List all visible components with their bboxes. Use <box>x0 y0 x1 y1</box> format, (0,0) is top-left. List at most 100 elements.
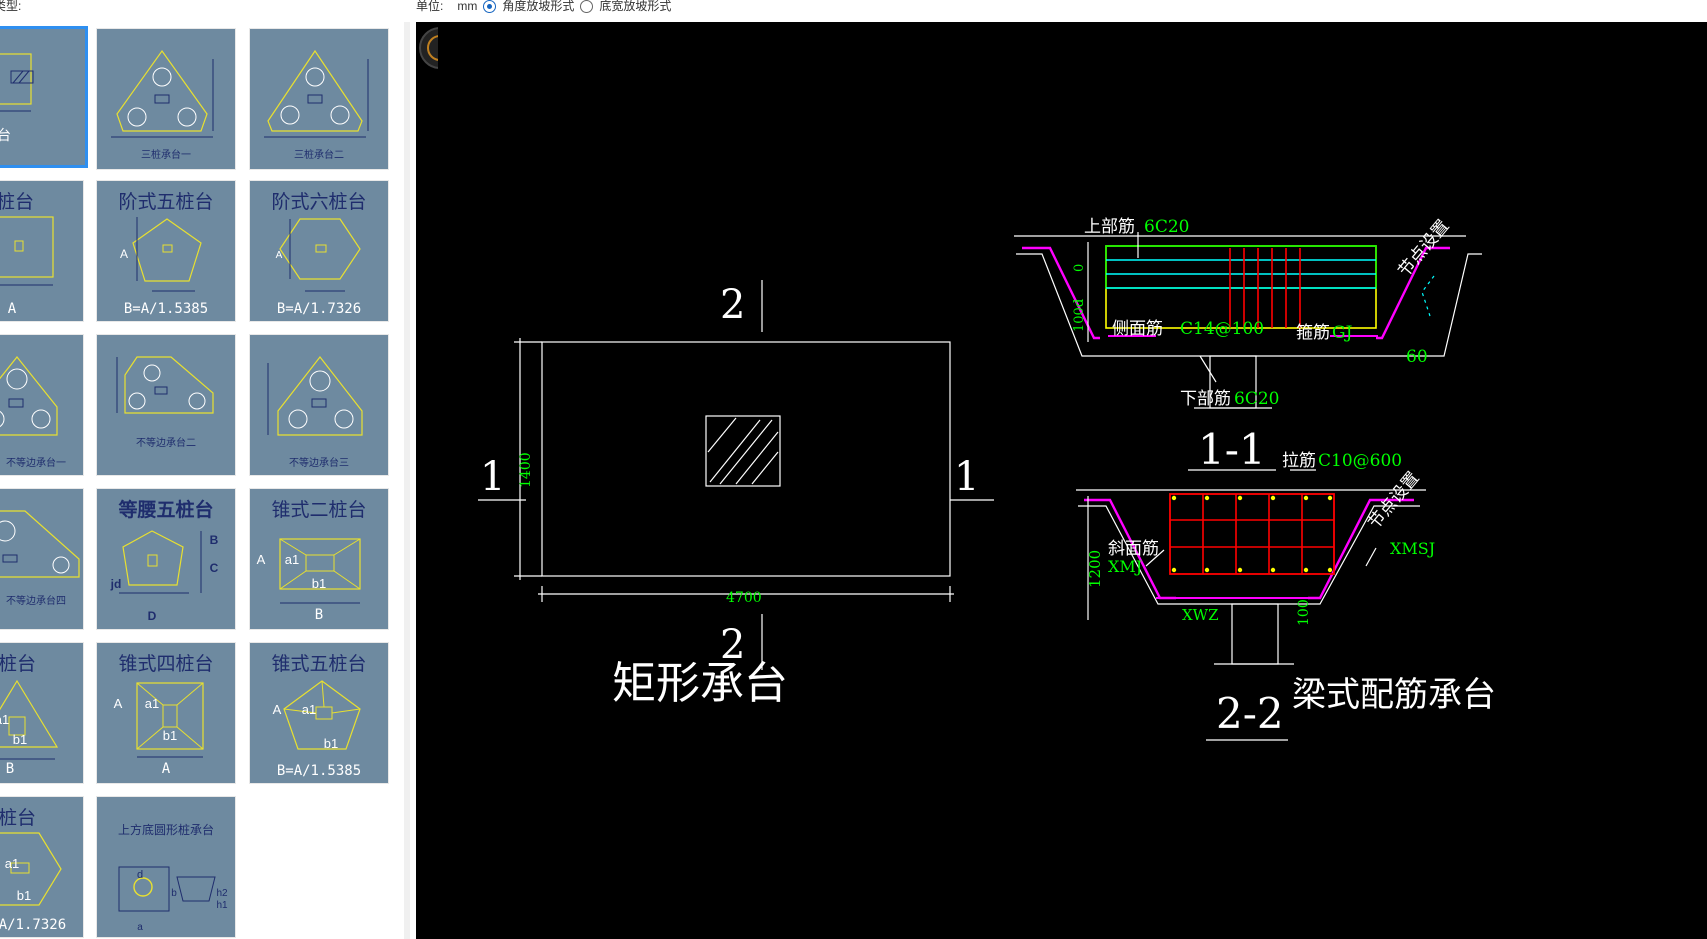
three-pile-2-thumb-icon <box>264 49 369 138</box>
side-dock-icon[interactable] <box>416 22 438 74</box>
plan-view <box>478 280 994 670</box>
tile-dim-b1: b1 <box>12 732 28 747</box>
tile-dim-b: b <box>171 888 177 899</box>
tile-caption: 三桩承台二 <box>294 150 344 161</box>
tile-caption: 不等边承台二 <box>136 438 196 449</box>
tile-title: 锥式四桩台 <box>118 653 214 675</box>
step-six-pile-thumb-icon <box>279 218 361 292</box>
tile-unequal-1[interactable]: 不等边承台一 <box>0 334 84 476</box>
tile-caption: A <box>7 301 17 317</box>
cad-preview-canvas[interactable]: 4700 1400 1 1 2 2 矩形承台 <box>416 22 1707 939</box>
tile-caption: B=A/1.7326 <box>0 917 67 933</box>
tile-dim-jd: jd <box>110 577 122 591</box>
cone-three-pile-thumb-icon <box>0 679 59 760</box>
bottom-bar-value: 6C20 <box>1234 389 1279 409</box>
unit-label: 单位: <box>416 0 444 13</box>
rebar-dots <box>1171 495 1333 573</box>
tile-dim-b1: b1 <box>162 728 178 743</box>
cad-drawing: 4700 1400 1 1 2 2 矩形承台 <box>478 216 1496 741</box>
unequal-1-thumb-icon <box>0 356 58 436</box>
tile-dim-b1: b1 <box>16 888 32 903</box>
round-pile-cap-thumb-icon <box>118 866 216 912</box>
tile-cone-four-pile[interactable]: 锥式四桩台 A a1 b1 A <box>96 642 236 784</box>
tile-three-pile-1[interactable]: 三桩承台一 <box>96 28 236 170</box>
stirrup-value: GJ <box>1332 323 1353 343</box>
tile-dim-a: A <box>272 702 282 717</box>
tile-dim-a: A <box>256 552 266 567</box>
plan-width-dim: 4700 <box>726 590 762 606</box>
tile-cone-five-pile[interactable]: 锥式五桩台 A a1 b1 B=A/1.5385 <box>249 642 389 784</box>
tile-unequal-3[interactable]: 不等边承台三 <box>249 334 389 476</box>
section-mark-1-right: 1 <box>954 454 979 500</box>
angle-slope-label[interactable]: 角度放坡形式 <box>502 0 575 13</box>
xwz-label: XWZ <box>1182 606 1219 624</box>
tile-dim-a1: a1 <box>284 552 300 567</box>
tile-unequal-4[interactable]: 不等边承台四 <box>0 488 84 630</box>
tile-title: 式三桩台 <box>0 653 36 675</box>
tile-step-five-pile[interactable]: 阶式五桩台 A B=A/1.5385 <box>96 180 236 322</box>
tile-dim-a1: a1 <box>301 702 317 717</box>
tile-dim-a: A <box>113 696 123 711</box>
unit-group: 单位: mm 角度放坡形式 底宽放坡形式 <box>416 0 671 14</box>
tile-unequal-2[interactable]: 不等边承台二 <box>96 334 236 476</box>
width-slope-radio[interactable] <box>580 0 594 13</box>
tile-three-pile-2[interactable]: 三桩承台二 <box>249 28 389 170</box>
tile-caption: B=A/1.5385 <box>276 763 362 779</box>
section-2-2-drawing <box>1076 469 1426 741</box>
tile-title: 锥式二桩台 <box>271 499 367 521</box>
tile-dim: B <box>0 110 40 121</box>
unequal-4-thumb-icon <box>0 510 80 578</box>
bottom-bar-label: 下部筋 <box>1180 389 1231 409</box>
tile-caption: B <box>314 607 324 623</box>
tile-step-six-pile[interactable]: 阶式六桩台 A B=A/1.7326 <box>249 180 389 322</box>
tile-title: 等腰五桩台 <box>118 499 214 521</box>
cone-six-pile-thumb-icon <box>0 832 62 906</box>
cone-five-pile-thumb-icon <box>283 680 361 750</box>
unequal-2-thumb-icon <box>116 356 214 414</box>
tile-dim-b1: b1 <box>311 576 327 591</box>
panel-divider <box>404 22 410 939</box>
tile-title: 上方底圆形桩承台 <box>117 823 214 837</box>
tile-cone-six-pile[interactable]: 式六桩台 a1 b1 B=A/1.7326 <box>0 796 84 938</box>
tile-title: 式四桩台 <box>0 191 34 213</box>
tile-rect-cap[interactable]: B 矩形承台 <box>0 26 88 168</box>
tile-caption: 不等边承台三 <box>289 458 349 469</box>
cone-four-pile-thumb-icon <box>136 682 204 758</box>
section-mark-2-bottom: 2 <box>720 622 745 668</box>
height-1200: 1200 <box>1086 550 1104 588</box>
type-label: 类型: <box>0 0 22 13</box>
top-bar-label: 上部筋 <box>1084 217 1135 237</box>
cap-type-gallery: B 矩形承台 三桩承台一 三桩承台二 式四桩台 <box>0 22 410 939</box>
tile-title: 锥式五桩台 <box>271 653 367 675</box>
tie-bar-label: 拉筋 <box>1282 451 1316 471</box>
tile-caption: a <box>137 922 143 933</box>
angle-slope-radio[interactable] <box>483 0 497 13</box>
tile-dim-h2: h2 <box>216 888 228 899</box>
section-22-label: 2-2 <box>1216 689 1284 738</box>
plan-height-dim: 1400 <box>518 452 534 488</box>
tile-cone-two-pile[interactable]: 锥式二桩台 A a1 b1 B <box>249 488 389 630</box>
side-bar-value: C14@100 <box>1180 319 1264 339</box>
tile-title: 阶式五桩台 <box>118 191 214 213</box>
tile-isosceles-five[interactable]: 等腰五桩台 B C jd D <box>96 488 236 630</box>
top-bar-value: 6C20 <box>1144 217 1189 237</box>
tile-caption: 不等边承台四 <box>6 596 66 607</box>
stirrup-label: 箍筋 <box>1296 323 1330 343</box>
tile-cone-three-pile[interactable]: 式三桩台 a1 b1 B <box>0 642 84 784</box>
section-1-1-drawing <box>1014 232 1482 471</box>
tile-caption: 不等边承台一 <box>6 458 66 469</box>
tile-dim-a1: a1 <box>0 712 10 727</box>
step-five-pile-thumb-icon <box>132 217 202 292</box>
width-slope-label[interactable]: 底宽放坡形式 <box>599 0 672 13</box>
tile-caption: A <box>161 761 171 777</box>
section-11-label: 1-1 <box>1198 425 1266 474</box>
tile-caption: B=A/1.7326 <box>276 301 362 317</box>
tile-dim-a1: a1 <box>144 696 160 711</box>
tile-step-four-pile[interactable]: 式四桩台 A <box>0 180 84 322</box>
three-pile-thumb-icon <box>111 49 214 138</box>
rect-cap-thumb-icon <box>0 53 34 112</box>
beam-cap-title: 梁式配筋承台 <box>1292 675 1496 715</box>
tile-round-pile-cap[interactable]: 上方底圆形桩承台 d b h2 h1 a <box>96 796 236 938</box>
tile-caption: 三桩承台一 <box>141 150 191 161</box>
tile-caption: D <box>147 609 157 623</box>
